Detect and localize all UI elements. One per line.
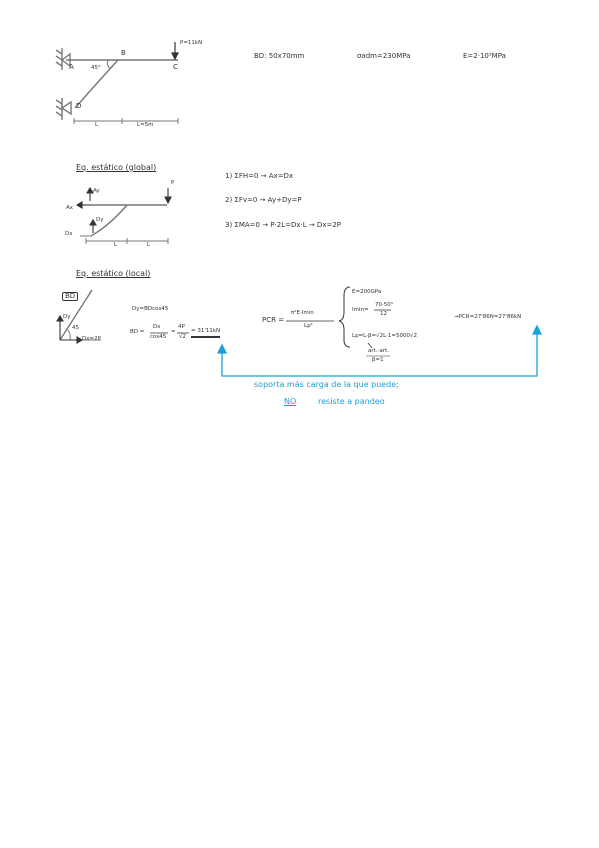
section-data: BD: 50x70mm [254, 52, 305, 60]
local-angle: 45 [72, 325, 79, 331]
eq-bd-frac2-den: √2 [179, 334, 187, 340]
pin-a [60, 52, 71, 68]
conclusion-line-2: resiste a pandeo [318, 397, 385, 406]
label-b: B [121, 49, 126, 57]
global-span-1: L [114, 242, 118, 248]
local-heading: Eq. estático (local) [76, 269, 151, 278]
global-fbd-arrows [75, 186, 172, 233]
conclusion-line-1: soporta más carga de la que puede; [254, 380, 399, 389]
cond-lp: Lp=L·β=√2L·1=5000√2 [352, 333, 418, 339]
load-label: P=11kN [180, 40, 203, 46]
load-arrow [171, 42, 179, 61]
fraction-bars [150, 309, 391, 334]
label-dx: Dx [65, 231, 73, 237]
beta-pointer [367, 342, 373, 349]
member-label: BD [62, 292, 79, 301]
global-span-2: L [147, 242, 151, 248]
pcr-lhs: PCR = [262, 316, 285, 324]
label-c: C [173, 63, 178, 71]
pcr-numerator: π²E·Imin [291, 310, 314, 316]
pcr-denominator: Lp² [304, 323, 313, 329]
label-dy: Dy [96, 217, 104, 223]
problem-diagram [55, 48, 179, 124]
global-heading: Eq. estático (global) [76, 163, 157, 172]
span-label-1: L [95, 122, 99, 128]
equation-3: 3) ΣMA=0 → P·2L=Dx·L → Dx=2P [225, 221, 342, 229]
span-label-2: L=5m [137, 122, 154, 128]
eq-dy: Dy=BDcos45 [132, 306, 169, 312]
cond-note-art: art.-art. [368, 348, 390, 354]
eq-bd-lhs: BD = [130, 329, 145, 335]
cond-imin-lhs: Imin= [352, 307, 369, 313]
cond-imin-num: 70·50³ [375, 302, 393, 308]
comparison-connector [216, 324, 543, 377]
label-d: D [76, 102, 82, 110]
pcr-result: →PCR=27'86N=27'86kN [454, 314, 522, 320]
conclusion-no: NO [284, 397, 297, 406]
equation-1: 1) ΣFH=0 → Ax=Dx [225, 172, 294, 180]
eq-bd-frac2-num: 4P [178, 324, 185, 330]
elastic-modulus: E=2·10⁵MPa [463, 52, 506, 60]
angle-arc [106, 59, 112, 70]
conditions-brace [338, 286, 351, 348]
equation-2: 2) ΣFv=0 → Ay+Dy=P [225, 196, 302, 204]
strut-bd [74, 59, 119, 109]
sigma-adm: σadm=230MPa [357, 52, 411, 60]
local-label-dy: Dy [63, 314, 71, 320]
label-ax: Ax [66, 205, 74, 211]
cond-imin-den: 12 [380, 311, 387, 317]
label-ay: Ay [93, 188, 100, 194]
eq-bd-equals: = [171, 329, 176, 335]
label-a: A [69, 63, 74, 71]
cond-note-beta: β=1 [372, 357, 384, 363]
label-p: P [171, 180, 175, 186]
eq-bd-frac1-den: cos45 [150, 334, 167, 340]
cond-e: E=200GPa [352, 289, 382, 295]
global-fbd [80, 204, 169, 244]
local-label-dx: Dx=2P [82, 336, 101, 342]
eq-bd-frac1-num: Dx [153, 324, 161, 330]
local-fbd-arrows [56, 314, 84, 344]
angle-label: 45° [91, 65, 101, 71]
bd-force-result: = 31'11kN [191, 328, 221, 338]
pin-d [60, 100, 72, 116]
